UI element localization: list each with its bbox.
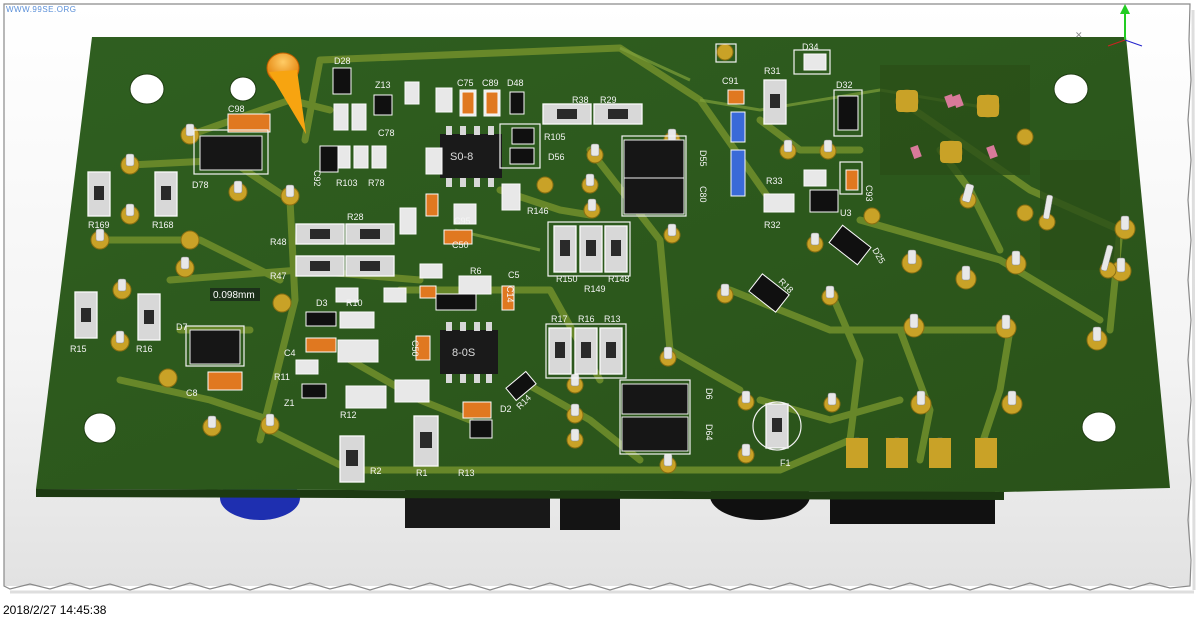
label-R150: R150 xyxy=(556,274,578,284)
label-R29: R29 xyxy=(600,95,617,105)
small-smd-parts xyxy=(207,53,872,439)
label-R15: R15 xyxy=(70,344,87,354)
label-F1: F1 xyxy=(780,458,791,468)
label-D34: D34 xyxy=(802,42,819,52)
frame-shadow xyxy=(10,9,1196,594)
label-D56: D56 xyxy=(548,152,565,162)
label-R47: R47 xyxy=(270,271,287,281)
measurement-value: 0.098mm xyxy=(213,290,255,301)
label-R12: R12 xyxy=(340,410,357,420)
pink-pads xyxy=(910,93,998,160)
pin-leads xyxy=(95,123,1130,467)
label-Z1: Z1 xyxy=(284,398,295,408)
orange-cone-cursor xyxy=(266,52,306,134)
label-R38: R38 xyxy=(572,95,589,105)
label-R13b: R13 xyxy=(458,468,475,478)
label-D55: D55 xyxy=(698,150,708,167)
label-R105: R105 xyxy=(544,132,566,142)
label-R149: R149 xyxy=(584,284,606,294)
torn-frame-edge xyxy=(3,3,1192,591)
label-C75: C75 xyxy=(457,78,474,88)
label-R13: R13 xyxy=(604,314,621,324)
svg-text:✕: ✕ xyxy=(1075,30,1083,40)
label-C92: C92 xyxy=(312,170,322,187)
label-R48: R48 xyxy=(270,237,287,247)
axis-gizmo: ✕ xyxy=(1075,4,1143,47)
label-R17: R17 xyxy=(551,314,568,324)
smd-resistors xyxy=(74,79,789,483)
board-edge xyxy=(36,489,1004,500)
label-R169: R169 xyxy=(88,220,110,230)
label-C91: C91 xyxy=(722,76,739,86)
label-D78: D78 xyxy=(192,180,209,190)
label-C4: C4 xyxy=(284,348,296,358)
ic-top-marking: S0-8 xyxy=(450,151,473,163)
label-R33: R33 xyxy=(766,176,783,186)
label-D28: D28 xyxy=(334,56,351,66)
label-C95: C95 xyxy=(454,216,471,226)
ic-bottom-marking: 8-0S xyxy=(452,347,475,359)
label-C93: C93 xyxy=(864,185,874,202)
label-R148: R148 xyxy=(608,274,630,284)
label-R1: R1 xyxy=(416,468,428,478)
label-U3: U3 xyxy=(840,208,852,218)
label-R10: R10 xyxy=(346,298,363,308)
timestamp: 2018/2/27 14:45:38 xyxy=(3,603,107,617)
label-R11: R11 xyxy=(274,372,290,382)
label-R16b: R16 xyxy=(578,314,595,324)
smd-square-pads xyxy=(846,90,999,468)
label-D2: D2 xyxy=(500,404,512,414)
label-C78: C78 xyxy=(378,128,395,138)
label-R168: R168 xyxy=(152,220,174,230)
label-R2: R2 xyxy=(370,466,382,476)
label-C50b: C50 xyxy=(410,340,420,357)
label-C98: C98 xyxy=(228,104,245,114)
label-D6: D6 xyxy=(704,388,714,400)
label-C5: C5 xyxy=(508,270,520,280)
label-D64: D64 xyxy=(704,424,714,441)
label-R31: R31 xyxy=(764,66,781,76)
soic-ic-bottom xyxy=(440,322,498,383)
label-R28: R28 xyxy=(347,212,364,222)
watermark: WWW.99SE.ORG xyxy=(6,5,77,14)
label-R103: R103 xyxy=(336,178,358,188)
label-C89: C89 xyxy=(482,78,499,88)
blue-trimmers xyxy=(730,111,746,197)
label-D3: D3 xyxy=(316,298,328,308)
soic-ic-top xyxy=(440,126,502,187)
mounting-holes xyxy=(83,73,1117,444)
label-Z13: Z13 xyxy=(375,80,391,90)
label-C50: C50 xyxy=(452,240,469,250)
label-R16: R16 xyxy=(136,344,153,354)
label-C80: C80 xyxy=(698,186,708,203)
label-D48: D48 xyxy=(507,78,524,88)
label-R32: R32 xyxy=(764,220,781,230)
label-R6: R6 xyxy=(470,266,482,276)
measurement-tag-bg xyxy=(210,288,260,301)
label-R78: R78 xyxy=(368,178,385,188)
silkscreen-outlines xyxy=(185,43,863,455)
bridge-diodes xyxy=(189,135,689,452)
label-D32: D32 xyxy=(836,80,853,90)
label-C14: C14 xyxy=(505,286,515,303)
label-D7: D7 xyxy=(176,322,188,332)
label-R146: R146 xyxy=(527,206,549,216)
label-C8: C8 xyxy=(186,388,198,398)
